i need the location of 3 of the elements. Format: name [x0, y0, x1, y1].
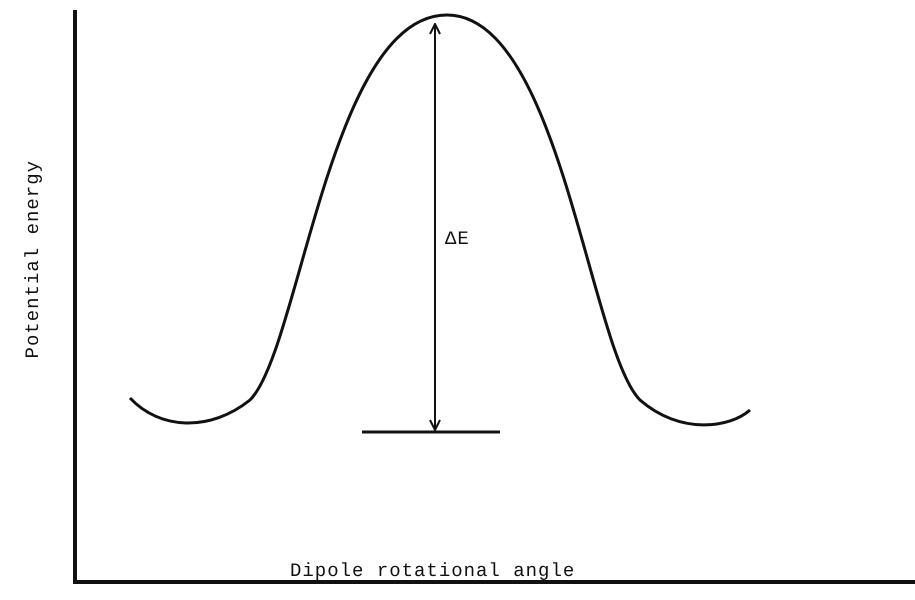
axis-title: Potential energy — [22, 160, 44, 358]
energy-gap-label: ΔE — [445, 228, 470, 250]
axis-title: Dipole rotational angle — [290, 560, 576, 582]
